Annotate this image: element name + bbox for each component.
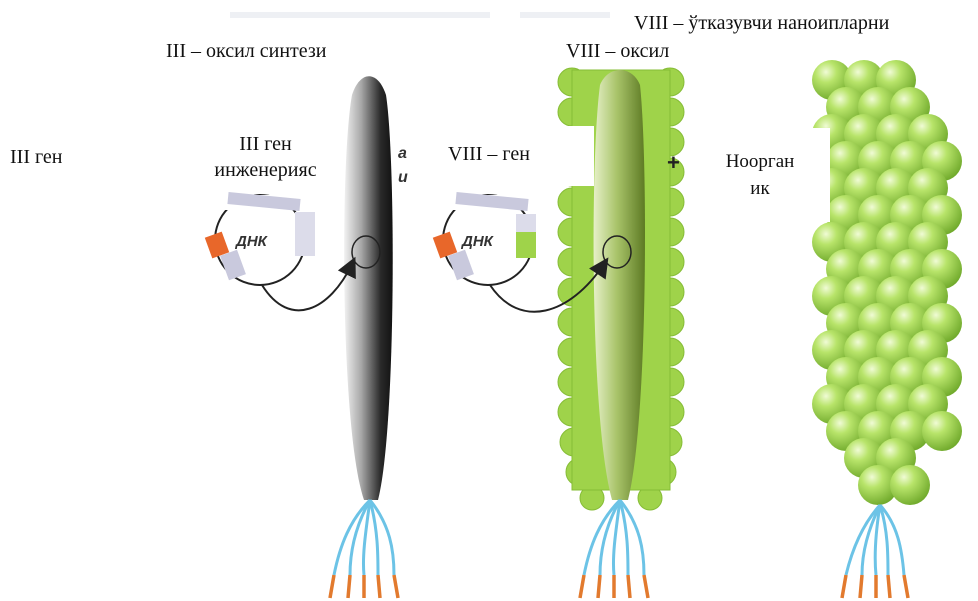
nanowires-viii-label: VIII – ўтказувчи наноипларни	[634, 12, 889, 34]
dna-plasmid-icon: ДНК	[205, 195, 315, 285]
nanosphere-icon	[922, 411, 962, 451]
dna-label: ДНК	[234, 233, 269, 250]
inorganic-label: Ноорган ик	[690, 128, 830, 222]
gene-iii-label: III ген	[10, 146, 63, 168]
nanosphere-icon	[890, 465, 930, 505]
dna-label-2: ДНК	[460, 233, 495, 250]
phage-tail-fibers-icon	[330, 500, 398, 598]
protein-viii-label: VIII – оксил	[566, 40, 669, 62]
protein-iii-synthesis-label: III – оксил синтези	[166, 40, 327, 62]
scan-artifact	[230, 12, 490, 18]
dna-plasmid-icon-2: ДНК	[433, 195, 536, 285]
gene-iii-engineering-line2: инженерияс	[193, 159, 338, 181]
nanowire-spheres	[812, 60, 962, 505]
occluded-fragment-2: и	[398, 169, 408, 186]
scan-artifact-2	[520, 12, 610, 18]
occluded-fragment: а	[398, 145, 407, 162]
inorganic-line2: ик	[690, 179, 830, 200]
phage-dark	[344, 76, 393, 500]
gene-iii-engineering-line1: III ген	[193, 120, 338, 155]
inorganic-line1: Ноорган	[690, 128, 830, 173]
gene-viii-label: VIII – ген	[412, 126, 594, 186]
curved-arrow-icon	[262, 264, 352, 310]
plus-sign: +	[667, 150, 680, 175]
gene-iii-engineering-label: III ген инженерияс	[193, 120, 338, 182]
phage-tail-fibers-icon-3	[842, 505, 908, 598]
phage-dark-body	[344, 76, 393, 500]
phage-tail-fibers-icon-2	[580, 500, 648, 598]
